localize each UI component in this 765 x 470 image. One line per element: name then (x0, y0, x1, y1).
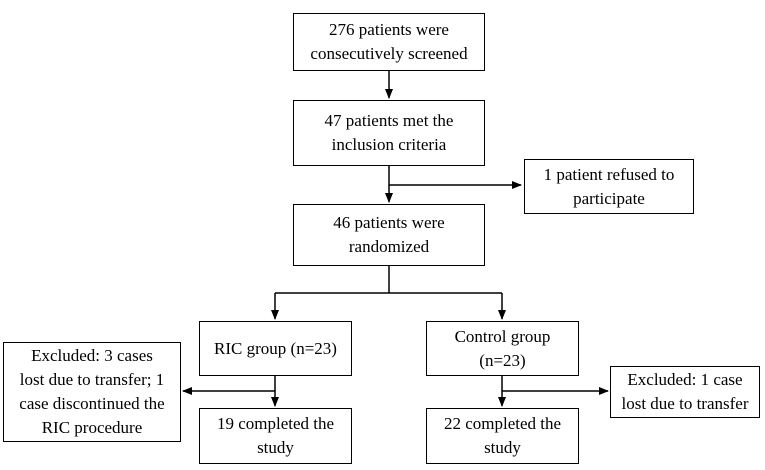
box-ric-excluded: Excluded: 3 cases lost due to transfer; … (3, 342, 181, 442)
box-ric-completed: 19 completed the study (199, 408, 352, 464)
box-refused: 1 patient refused to participate (524, 159, 694, 214)
box-ric-group: RIC group (n=23) (199, 321, 352, 376)
box-randomized: 46 patients were randomized (293, 204, 485, 266)
box-met-criteria: 47 patients met the inclusion criteria (293, 100, 485, 166)
box-control-completed: 22 completed the study (426, 408, 579, 464)
box-control-group: Control group (n=23) (426, 321, 579, 376)
box-screened: 276 patients were consecutively screened (293, 13, 485, 71)
box-control-excluded: Excluded: 1 case lost due to transfer (610, 366, 760, 418)
